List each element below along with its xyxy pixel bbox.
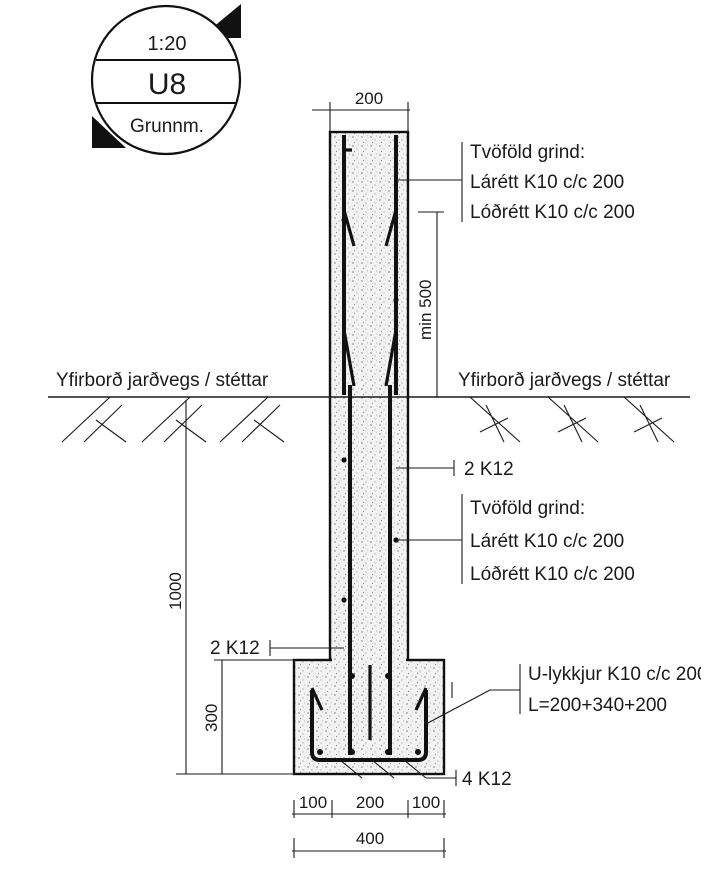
scale-badge: 1:20 U8 Grunnm.	[90, 4, 242, 156]
badge-corner-bottom	[92, 116, 126, 148]
upper-note-line1: Tvöföld grind:	[470, 142, 585, 163]
dimension-footing-width: 400	[292, 829, 446, 858]
badge-code: U8	[148, 68, 186, 101]
dim-footing-height: 300	[202, 704, 221, 732]
reinforcement	[310, 135, 428, 762]
ground-label-left: Yfirborð jarðvegs / stéttar	[56, 370, 269, 391]
dim-wall-width: 200	[355, 89, 383, 108]
ground-label-right: Yfirborð jarðvegs / stéttar	[458, 370, 671, 391]
dimension-wall-width: 200	[312, 89, 410, 132]
dim-min-embed: min 500	[416, 280, 435, 340]
badge-type: Grunnm.	[130, 116, 204, 137]
note-stirrups: U-lykkjur K10 c/c 200 L=200+340+200	[425, 664, 707, 725]
dim-bottom-right: 100	[412, 793, 440, 812]
dimension-min-embed: min 500	[416, 211, 444, 397]
badge-circle	[90, 4, 242, 156]
dimension-footing-height: 300	[202, 659, 294, 774]
dim-depth: 1000	[166, 572, 185, 610]
note-mid-bars: 2 K12	[396, 459, 514, 480]
bar-section-dots	[317, 217, 421, 755]
dim-bottom-mid: 200	[356, 793, 384, 812]
bottom-bars: 4 K12	[462, 769, 512, 790]
lower-note-line1: Tvöföld grind:	[470, 498, 585, 519]
badge-scale: 1:20	[148, 33, 187, 55]
note-bottom-bars: 4 K12	[339, 759, 512, 790]
dimension-depth: 1000	[166, 400, 294, 775]
stirrup-note-line1: U-lykkjur K10 c/c 200	[528, 664, 707, 685]
dimension-bottom-parts: 100 200 100	[292, 793, 446, 818]
soil-hatch-right	[469, 396, 675, 443]
note-lower-reinforcement: Tvöföld grind: Lárétt K10 c/c 200 Lóðrét…	[396, 494, 635, 585]
lower-note-line2: Lárétt K10 c/c 200	[470, 531, 624, 552]
mid-bar-label: 2 K12	[464, 459, 514, 480]
footing-top-bars: 2 K12	[210, 638, 260, 659]
ground-surface: Yfirborð jarðvegs / stéttar Yfirborð jar…	[48, 370, 690, 443]
upper-note-line3: Lóðrétt K10 c/c 200	[470, 202, 635, 223]
note-footing-top-bars: 2 K12	[210, 638, 344, 659]
dim-bottom-left: 100	[299, 793, 327, 812]
stirrup-note-line2: L=200+340+200	[528, 695, 667, 716]
upper-note-line2: Lárétt K10 c/c 200	[470, 172, 624, 193]
lower-note-line3: Lóðrétt K10 c/c 200	[470, 564, 635, 585]
soil-hatch-left	[61, 396, 285, 443]
note-upper-reinforcement: Tvöföld grind: Lárétt K10 c/c 200 Lóðrét…	[396, 142, 635, 223]
dim-footing-width: 400	[356, 829, 384, 848]
